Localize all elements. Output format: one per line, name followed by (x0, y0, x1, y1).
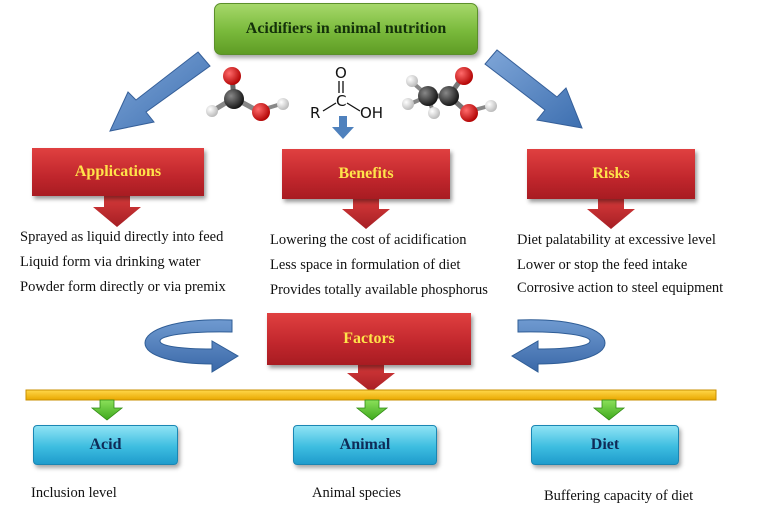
red-arrow-applications (93, 196, 141, 227)
green-arrow-acid (90, 399, 124, 421)
risks-item: Diet palatability at excessive level (517, 232, 716, 248)
risks-box: Risks (527, 149, 695, 199)
animal-factor-detail: Animal species (312, 485, 401, 501)
factors-bar (25, 389, 717, 401)
arrow-to-benefits (332, 116, 354, 139)
applications-box: Applications (32, 148, 204, 196)
green-arrow-diet (592, 399, 626, 421)
benefits-item: Lowering the cost of acidification (270, 232, 467, 248)
arrow-to-risks (484, 49, 583, 129)
carboxyl-r-label: R (310, 104, 321, 122)
carboxyl-c-label: C (336, 92, 347, 110)
acetic-acid-molecule-icon (402, 67, 497, 122)
red-arrow-factors (347, 364, 395, 392)
carboxyl-structure-bonds (322, 81, 361, 112)
red-arrow-risks (587, 199, 635, 229)
diet-factor-box: Diet (531, 425, 679, 465)
applications-item: Liquid form via drinking water (20, 254, 201, 270)
acid-factor-detail: Inclusion level (31, 485, 117, 501)
applications-item: Sprayed as liquid directly into feed (20, 229, 224, 245)
risks-item: Corrosive action to steel equipment (517, 280, 724, 296)
benefits-item: Less space in formulation of diet (270, 257, 461, 273)
diagram-title: Acidifiers in animal nutrition (214, 3, 478, 55)
animal-factor-box: Animal (293, 425, 437, 465)
applications-item: Powder form directly or via premix (20, 279, 226, 295)
diet-factor-detail: Buffering capacity of diet (544, 488, 694, 504)
curved-arrow-right (511, 319, 606, 373)
red-arrow-benefits (342, 199, 390, 229)
arrow-to-applications (109, 51, 211, 132)
green-arrow-animal (355, 399, 389, 421)
formic-acid-molecule-icon (206, 67, 289, 121)
carboxyl-o-label: O (335, 64, 347, 82)
benefits-box: Benefits (282, 149, 450, 199)
risks-item: Lower or stop the feed intake (517, 257, 688, 273)
benefits-item: Provides totally available phosphorus (270, 282, 488, 298)
carboxyl-oh-label: OH (360, 104, 384, 122)
acid-factor-box: Acid (33, 425, 178, 465)
factors-box: Factors (267, 313, 471, 365)
curved-arrow-left (144, 319, 239, 373)
